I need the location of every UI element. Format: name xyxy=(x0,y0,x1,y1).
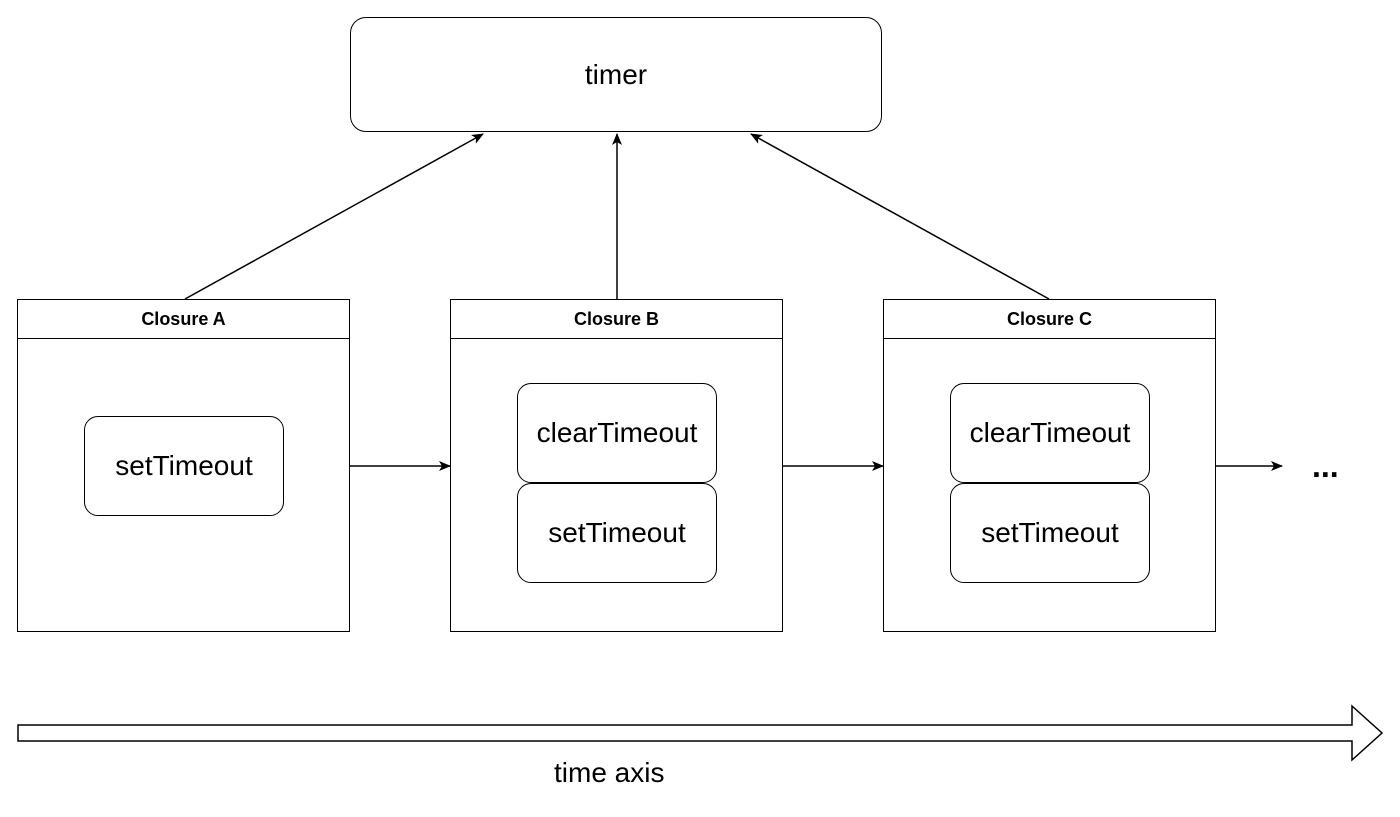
time-axis-label: time axis xyxy=(554,757,665,788)
continuation-ellipsis: ... xyxy=(1312,448,1339,484)
closure-c-cleartimeout: clearTimeout xyxy=(950,383,1150,483)
timer-box: timer xyxy=(350,17,882,132)
closure-b-settimeout: setTimeout xyxy=(517,483,717,583)
closure-c: Closure C clearTimeout setTimeout xyxy=(883,299,1216,632)
closure-c-settimeout: setTimeout xyxy=(950,483,1150,583)
closure-c-title: Closure C xyxy=(884,300,1215,339)
closure-b-cleartimeout: clearTimeout xyxy=(517,383,717,483)
closure-b: Closure B clearTimeout setTimeout xyxy=(450,299,783,632)
closure-a-title: Closure A xyxy=(18,300,349,339)
closure-a: Closure A setTimeout xyxy=(17,299,350,632)
arrow-closure-a-to-timer xyxy=(184,133,484,300)
closure-b-title: Closure B xyxy=(451,300,782,339)
time-axis-arrow xyxy=(17,704,1384,762)
arrow-closure-c-to-timer xyxy=(750,133,1050,300)
closure-a-settimeout: setTimeout xyxy=(84,416,284,516)
